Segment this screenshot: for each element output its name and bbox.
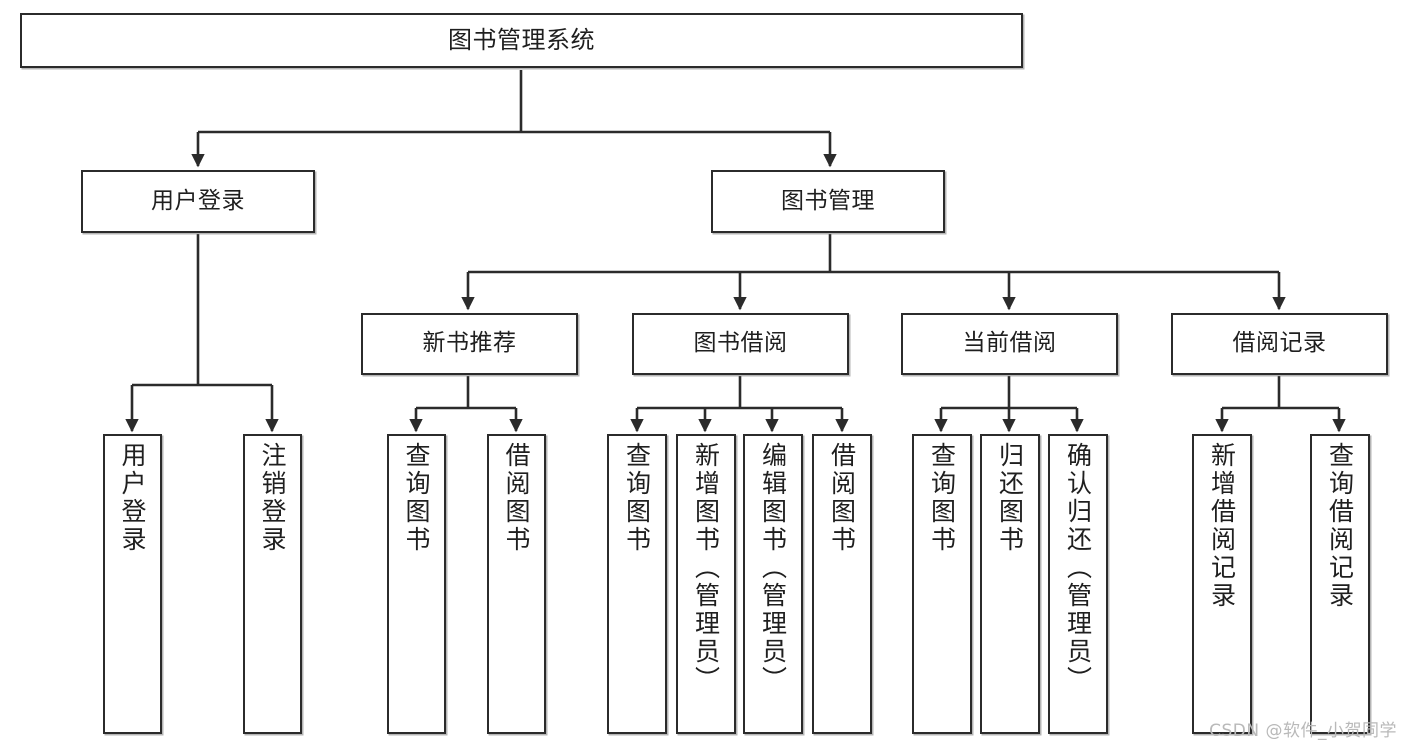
- node-root-system[interactable]: 图书管理系统: [20, 13, 1023, 68]
- node-book-borrow[interactable]: 图书借阅: [632, 313, 849, 375]
- leaf-user-login-login[interactable]: 用户登录: [103, 434, 162, 734]
- node-label: 编辑图书（管理员）: [758, 442, 788, 694]
- node-current-borrow[interactable]: 当前借阅: [901, 313, 1118, 375]
- node-book-management[interactable]: 图书管理: [711, 170, 945, 233]
- leaf-current-return-book[interactable]: 归还图书: [980, 434, 1040, 734]
- leaf-borrow-edit-book-admin[interactable]: 编辑图书（管理员）: [743, 434, 803, 734]
- leaf-recommend-query-book[interactable]: 查询图书: [387, 434, 446, 734]
- csdn-watermark: CSDN @软件_小贺同学: [1209, 721, 1397, 741]
- node-label: 用户登录: [151, 187, 245, 214]
- node-label: 借阅图书: [502, 442, 531, 554]
- node-label: 查询图书: [622, 442, 652, 554]
- node-label: 新增借阅记录: [1207, 442, 1237, 610]
- node-label: 查询图书: [927, 442, 957, 554]
- node-label: 新书推荐: [422, 330, 517, 357]
- node-label: 查询借阅记录: [1325, 442, 1355, 610]
- leaf-borrow-add-book-admin[interactable]: 新增图书（管理员）: [676, 434, 736, 734]
- node-label: 借阅记录: [1232, 330, 1327, 357]
- node-label: 图书管理: [781, 187, 875, 214]
- node-label: 归还图书: [995, 442, 1025, 554]
- node-label: 图书借阅: [693, 330, 788, 357]
- node-borrow-record[interactable]: 借阅记录: [1171, 313, 1388, 375]
- node-label: 确认归还（管理员）: [1063, 442, 1093, 694]
- leaf-borrow-borrow-book[interactable]: 借阅图书: [812, 434, 872, 734]
- node-new-book-recommend[interactable]: 新书推荐: [361, 313, 578, 375]
- node-label: 用户登录: [118, 442, 147, 554]
- leaf-recommend-borrow-book[interactable]: 借阅图书: [487, 434, 546, 734]
- node-label: 查询图书: [402, 442, 431, 554]
- node-user-login[interactable]: 用户登录: [81, 170, 315, 233]
- node-label: 当前借阅: [962, 330, 1057, 357]
- leaf-record-add-record[interactable]: 新增借阅记录: [1192, 434, 1252, 734]
- leaf-user-login-logout[interactable]: 注销登录: [243, 434, 302, 734]
- leaf-current-query-book[interactable]: 查询图书: [912, 434, 972, 734]
- leaf-record-query-record[interactable]: 查询借阅记录: [1310, 434, 1370, 734]
- leaf-borrow-query-book[interactable]: 查询图书: [607, 434, 667, 734]
- node-label: 注销登录: [258, 442, 287, 554]
- node-label: 新增图书（管理员）: [691, 442, 721, 694]
- node-label: 图书管理系统: [448, 26, 595, 55]
- leaf-current-confirm-return-admin[interactable]: 确认归还（管理员）: [1048, 434, 1108, 734]
- node-label: 借阅图书: [827, 442, 857, 554]
